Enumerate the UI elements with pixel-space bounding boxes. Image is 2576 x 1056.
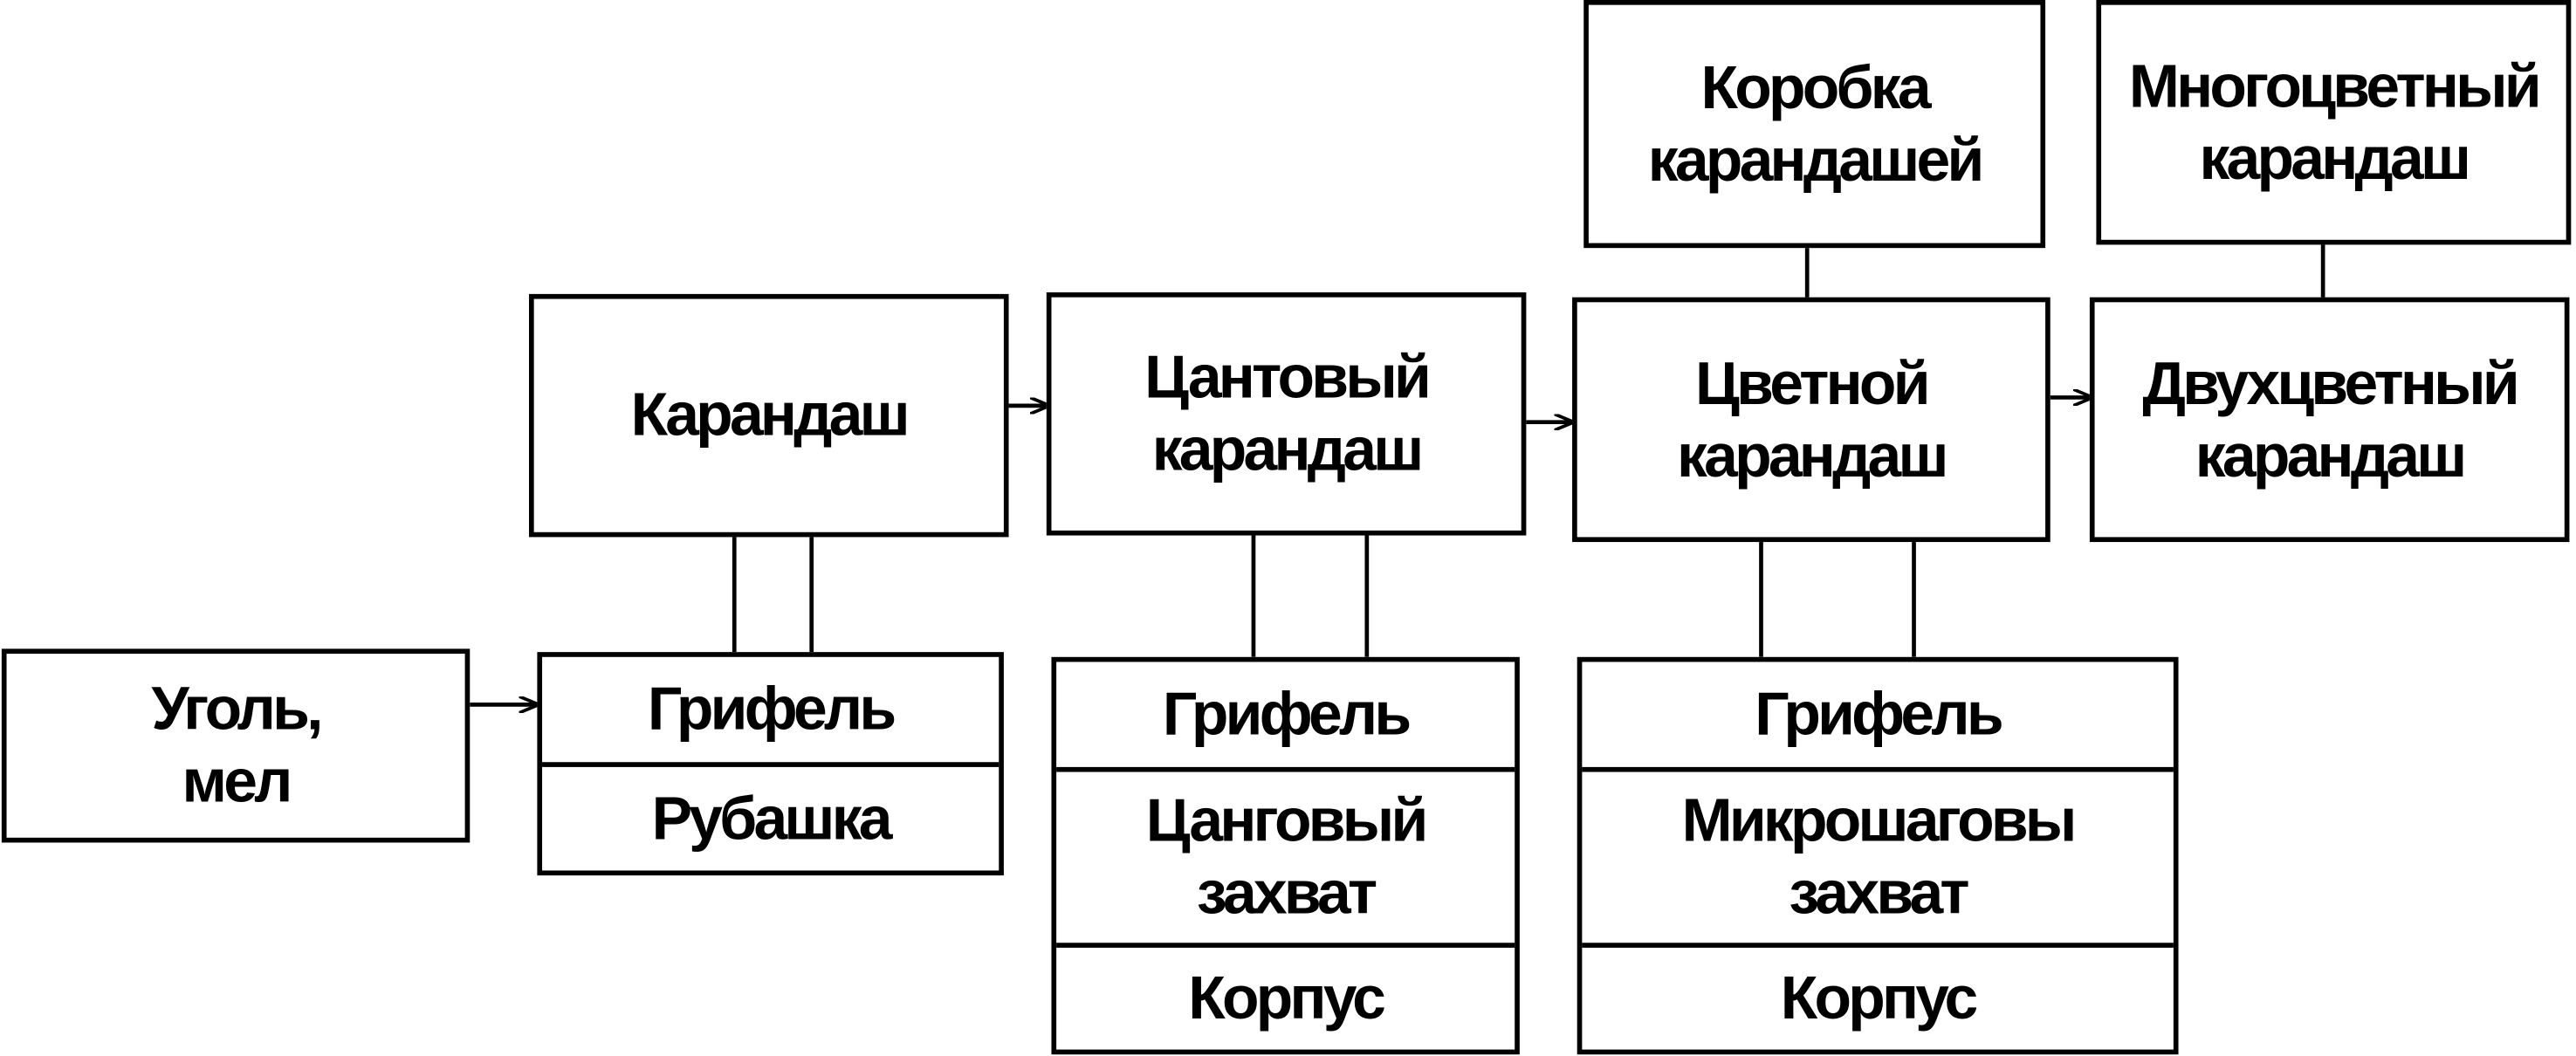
node-collet-pencil: Цантовый карандаш (1046, 291, 1527, 536)
part-collet-grip-label: Цанговый захват (1145, 787, 1429, 927)
node-color-pencil: Цветной карандаш (1572, 297, 2050, 543)
node-two-color-pencil-label: Двухцветный карандаш (2142, 349, 2519, 489)
part-shirt-label: Рубашка (651, 784, 893, 853)
part-collet-grip: Цанговый захват (1056, 766, 1515, 943)
node-coal-chalk-label: Уголь, мел (151, 675, 323, 815)
node-pencil-parts: Грифель Рубашка (537, 652, 1004, 876)
part-body-label: Корпус (1188, 964, 1386, 1032)
node-collet-parts: Грифель Цанговый захват Корпус (1051, 656, 1520, 1055)
node-multi-color-pencil: Многоцветный карандаш (2096, 0, 2572, 245)
node-multi-color-pencil-label: Многоцветный карандаш (2128, 51, 2542, 192)
part-lead: Грифель (1582, 662, 2174, 766)
part-body: Корпус (1056, 943, 1515, 1049)
node-coal-chalk: Уголь, мел (1, 648, 471, 843)
part-lead-label: Грифель (647, 675, 896, 743)
part-body-label: Корпус (1780, 964, 1979, 1032)
node-color-parts: Грифель Микрошаговы захват Корпус (1577, 656, 2179, 1055)
part-lead: Грифель (1056, 662, 1515, 766)
part-lead-label: Грифель (1755, 680, 2003, 748)
part-shirt: Рубашка (542, 762, 999, 870)
node-two-color-pencil: Двухцветный карандаш (2089, 297, 2570, 543)
node-color-pencil-label: Цветной карандаш (1677, 349, 1949, 489)
node-box-of-pencils: Коробка карандашей (1583, 0, 2046, 249)
node-collet-pencil-label: Цантовый карандаш (1144, 343, 1432, 483)
part-body: Корпус (1582, 943, 2174, 1049)
node-pencil: Карандаш (529, 293, 1009, 538)
part-microstep-grip: Микрошаговы захват (1582, 766, 2174, 943)
node-box-of-pencils-label: Коробка карандашей (1647, 53, 1985, 194)
part-lead: Грифель (542, 657, 999, 762)
node-pencil-label: Карандаш (630, 381, 910, 449)
part-lead-label: Грифель (1162, 680, 1412, 748)
part-microstep-grip-label: Микрошаговы захват (1681, 787, 2078, 927)
